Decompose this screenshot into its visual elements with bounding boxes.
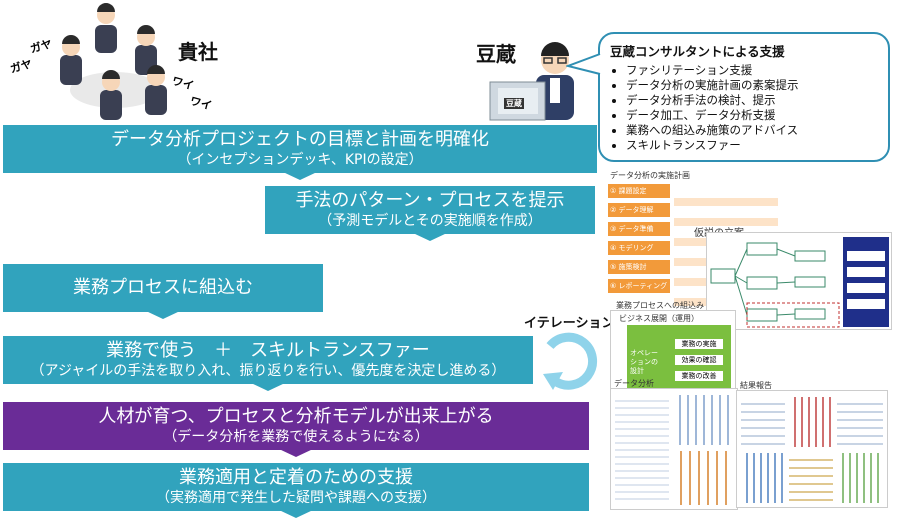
analysis-chart — [673, 395, 733, 445]
sound-effect: ガヤ — [8, 57, 34, 76]
bubble-tail — [566, 53, 601, 75]
arrow-notch — [283, 172, 317, 180]
consultant-illustration — [488, 30, 593, 125]
report-page — [837, 397, 883, 447]
analysis-table — [615, 395, 669, 505]
step-title: 手法のパターン・プロセスを提示 — [295, 190, 565, 211]
plan-step: ⑥ レポーティング — [608, 279, 670, 293]
step-subtitle: （実務適用で発生した疑問や課題への支援） — [156, 489, 436, 506]
step-arrow-4: 業務で使う ＋ スキルトランスファー （アジャイルの手法を取り入れ、振り返りを行… — [3, 336, 533, 384]
step-subtitle: （インセプションデッキ、KPIの設定） — [177, 151, 423, 168]
plan-step: ① 課題設定 — [608, 184, 670, 198]
report-page — [741, 397, 785, 447]
plan-step: ③ データ準備 — [608, 222, 670, 236]
list-item: ファシリテーション支援 — [626, 63, 878, 78]
list-item: データ分析の実施計画の素案提示 — [626, 78, 878, 93]
analysis-chart — [673, 451, 733, 505]
process-flow-thumbnail — [706, 232, 892, 330]
client-meeting-illustration — [40, 0, 190, 125]
report-page — [789, 453, 833, 503]
arrow-notch — [146, 311, 180, 319]
plan-step: ② データ理解 — [608, 203, 670, 217]
thumb-caption: 業務プロセスへの組込み — [616, 301, 704, 310]
step-arrow-2: 手法のパターン・プロセスを提示 （予測モデルとその実施順を作成） — [265, 186, 595, 234]
step-title: 人材が育つ、プロセスと分析モデルが出来上がる — [98, 406, 494, 427]
bubble-title: 豆蔵コンサルタントによる支援 — [610, 44, 785, 59]
laptop-label: 豆蔵 — [504, 98, 524, 109]
client-label: 貴社 — [178, 40, 218, 64]
arrow-notch — [279, 510, 313, 518]
step-title: 業務プロセスに組込む — [73, 276, 253, 298]
ops-item: 業務の改善 — [675, 371, 723, 381]
sound-effect: ワイ — [188, 94, 214, 113]
ops-panel: オペレーションの設計 業務の実施 効果の確認 業務の改善 — [627, 325, 731, 391]
step-subtitle: （アジャイルの手法を取り入れ、振り返りを行い、優先度を決定し進める） — [30, 362, 506, 379]
step-arrow-3: 業務プロセスに組込む — [3, 264, 323, 312]
plan-step: ④ モデリング — [608, 241, 670, 255]
step-subtitle: （予測モデルとその実施順を作成） — [318, 212, 542, 229]
support-bubble: 豆蔵コンサルタントによる支援 ファシリテーション支援 データ分析の実施計画の素案… — [598, 32, 890, 162]
thumb-caption: データ分析の実施計画 — [610, 171, 690, 180]
report-page — [741, 453, 785, 503]
list-item: データ分析手法の検討、提示 — [626, 93, 878, 108]
step-title: データ分析プロジェクトの目標と計画を明確化 — [111, 129, 489, 150]
ops-item: 業務の実施 — [675, 339, 723, 349]
plan-steps: ① 課題設定 ② データ理解 ③ データ準備 ④ モデリング ⑤ 施策検討 ⑥ … — [608, 184, 670, 293]
thumb-caption: データ分析 — [614, 379, 654, 388]
step-title: 業務で使う ＋ スキルトランスファー — [106, 340, 430, 361]
support-list: ファシリテーション支援 データ分析の実施計画の素案提示 データ分析手法の検討、提… — [610, 63, 878, 153]
report-thumbnail — [736, 390, 888, 508]
thumb-caption: ビジネス展開（運用） — [619, 314, 699, 323]
arrow-notch — [251, 383, 285, 391]
data-analysis-thumbnail — [610, 388, 738, 510]
report-page — [789, 397, 833, 447]
step-title: 業務適用と定着のための支援 — [179, 467, 413, 488]
arrow-notch — [279, 449, 313, 457]
report-page — [837, 453, 883, 503]
list-item: 業務への組込み施策のアドバイス — [626, 123, 878, 138]
iteration-cycle-icon — [543, 332, 598, 390]
step-arrow-1: データ分析プロジェクトの目標と計画を明確化 （インセプションデッキ、KPIの設定… — [3, 125, 597, 173]
list-item: スキルトランスファー — [626, 138, 878, 153]
thumb-caption: 結果報告 — [740, 381, 772, 390]
iteration-label: イテレーション — [524, 316, 615, 331]
plan-step: ⑤ 施策検討 — [608, 260, 670, 274]
arrow-notch — [413, 233, 447, 241]
consultant-label: 豆蔵 — [476, 42, 516, 66]
ops-item: 効果の確認 — [675, 355, 723, 365]
step-arrow-6: 業務適用と定着のための支援 （実務適用で発生した疑問や課題への支援） — [3, 463, 589, 511]
list-item: データ加工、データ分析支援 — [626, 108, 878, 123]
step-arrow-5: 人材が育つ、プロセスと分析モデルが出来上がる （データ分析を業務で使えるようにな… — [3, 402, 589, 450]
ops-label: オペレーションの設計 — [630, 349, 658, 375]
step-subtitle: （データ分析を業務で使えるようになる） — [163, 428, 429, 445]
